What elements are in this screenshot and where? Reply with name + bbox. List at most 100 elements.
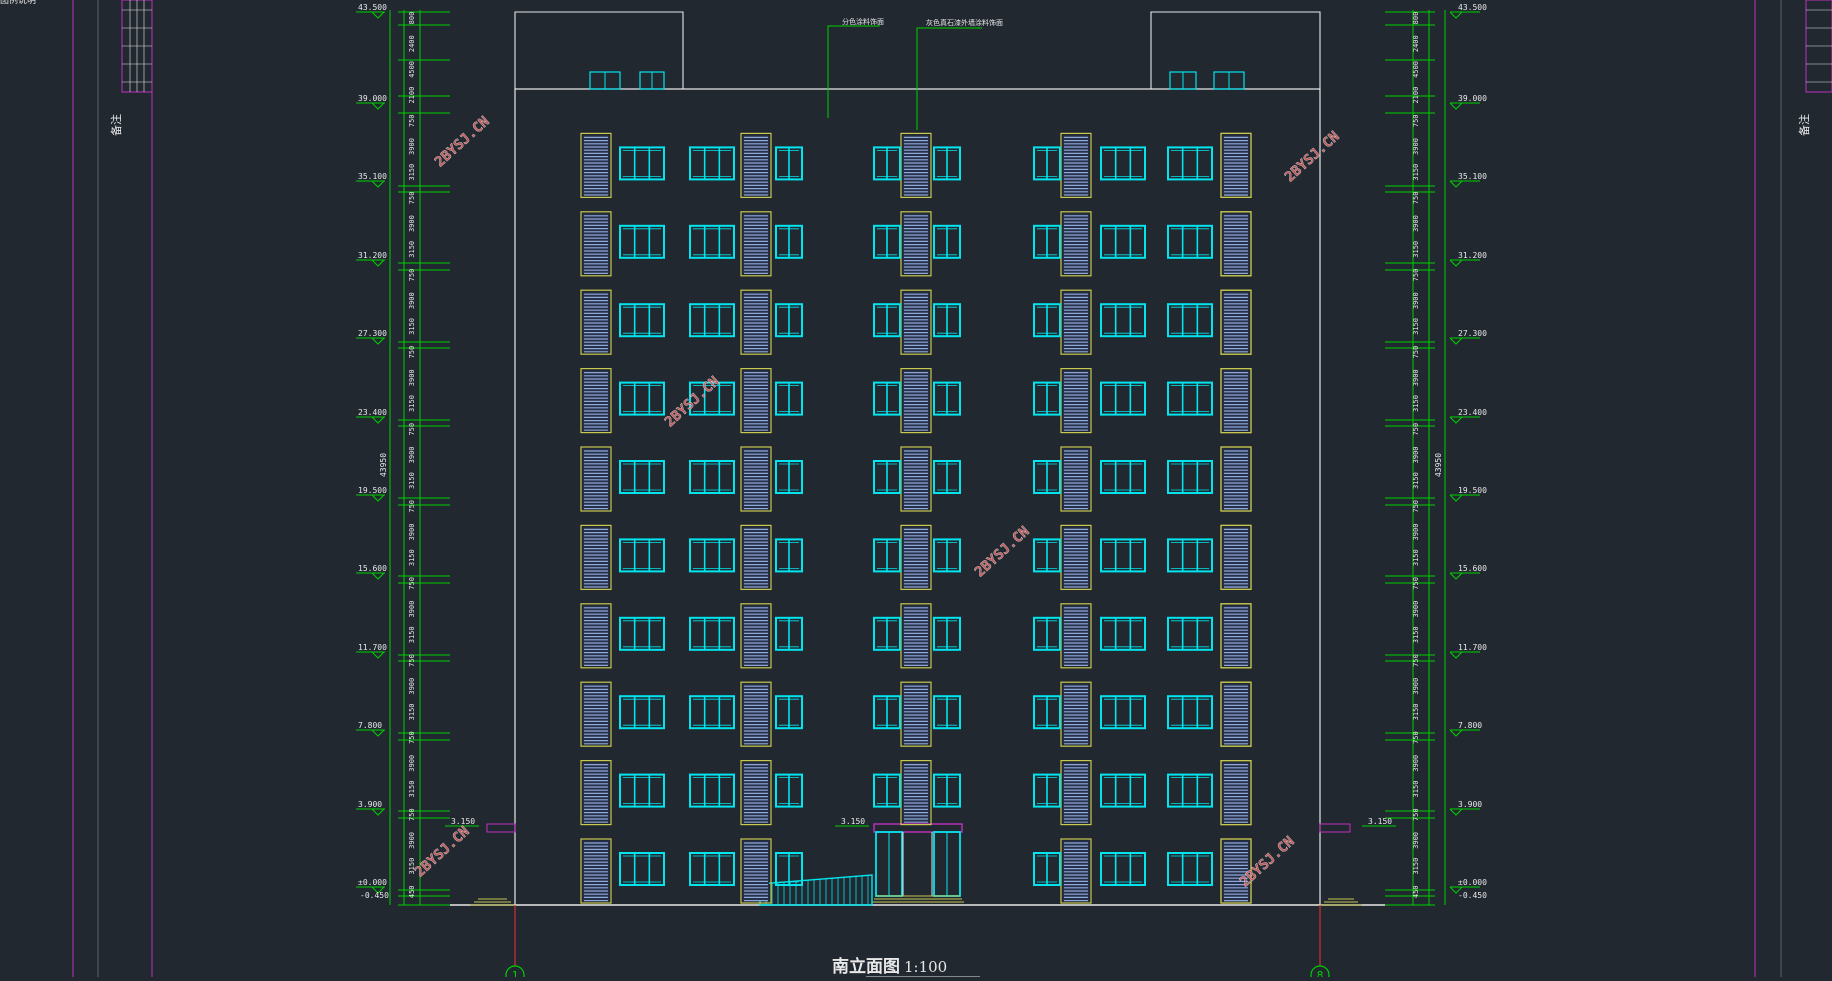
level-marker bbox=[1449, 102, 1463, 110]
axis-bubble bbox=[505, 965, 525, 981]
dim-text: 750 bbox=[408, 114, 416, 127]
dim-text: 3150 bbox=[408, 858, 416, 875]
window-frame bbox=[1167, 538, 1213, 573]
window-frame bbox=[1167, 852, 1213, 886]
louvre-frame bbox=[580, 446, 612, 512]
level-marker bbox=[371, 729, 385, 737]
level-marker bbox=[371, 572, 385, 580]
elevation-label: 3.900 bbox=[1458, 800, 1482, 809]
louvre-panel bbox=[1063, 527, 1089, 588]
dim-text: 2400 bbox=[1412, 35, 1420, 52]
elevation-label: 39.000 bbox=[1458, 94, 1487, 103]
dim-text: 3150 bbox=[408, 241, 416, 258]
dim-text: 800 bbox=[1412, 12, 1420, 25]
level-marker bbox=[1449, 651, 1463, 659]
elevation-label: 27.300 bbox=[1458, 329, 1487, 338]
window-frame bbox=[1167, 224, 1213, 259]
louvre-frame bbox=[740, 368, 772, 434]
elevation-label: -0.450 bbox=[360, 891, 389, 900]
dim-text: 3150 bbox=[408, 549, 416, 566]
louvre-frame bbox=[580, 524, 612, 591]
louvre-panel bbox=[583, 527, 609, 588]
window-frame bbox=[689, 381, 735, 416]
window-frame bbox=[1167, 303, 1213, 338]
louvre-frame bbox=[1220, 211, 1252, 277]
dim-text: 450 bbox=[1412, 885, 1420, 898]
louvre-panel bbox=[743, 684, 769, 745]
side-canopy bbox=[486, 823, 516, 833]
dim-text: 750 bbox=[408, 731, 416, 744]
level-marker bbox=[371, 337, 385, 345]
axis-label: 8 bbox=[1317, 969, 1324, 977]
louvre-panel bbox=[1223, 527, 1249, 588]
dim-total: 43950 bbox=[1434, 453, 1443, 477]
louvre-frame bbox=[1220, 838, 1252, 904]
level-marker bbox=[1449, 416, 1463, 424]
louvre-frame bbox=[580, 838, 612, 904]
drawing-scale: 1:100 bbox=[904, 958, 947, 976]
dim-text: 3150 bbox=[408, 472, 416, 489]
dim-text: 3150 bbox=[1412, 703, 1420, 720]
window-frame bbox=[619, 146, 665, 181]
dim-text: 3150 bbox=[1412, 318, 1420, 335]
entrance-canopy bbox=[873, 823, 963, 833]
dim-text: 800 bbox=[408, 12, 416, 25]
window-frame bbox=[689, 303, 735, 338]
dim-text: 750 bbox=[408, 192, 416, 205]
window-frame bbox=[619, 616, 665, 651]
window-frame bbox=[1100, 852, 1146, 886]
window-frame bbox=[619, 852, 665, 886]
window-frame bbox=[619, 381, 665, 416]
dim-text: 3900 bbox=[1412, 678, 1420, 695]
louvre-frame bbox=[580, 681, 612, 747]
louvre-frame bbox=[740, 838, 772, 904]
window-frame bbox=[619, 460, 665, 494]
callout-leader bbox=[916, 27, 982, 130]
window-frame bbox=[1100, 695, 1146, 730]
roof-tower bbox=[514, 11, 684, 89]
dim-text: 3900 bbox=[1412, 215, 1420, 232]
elevation-label: 15.600 bbox=[1458, 564, 1487, 573]
window-frame bbox=[1100, 381, 1146, 416]
dim-text: 750 bbox=[1412, 577, 1420, 590]
dim-text: 4500 bbox=[1412, 61, 1420, 78]
louvre-frame bbox=[580, 211, 612, 277]
dim-text: 3900 bbox=[408, 292, 416, 309]
louvre-frame bbox=[1220, 446, 1252, 512]
dim-text: 750 bbox=[408, 269, 416, 282]
dim-text: 3900 bbox=[1412, 446, 1420, 463]
dim-text: 3900 bbox=[1412, 524, 1420, 541]
level-marker bbox=[371, 808, 385, 816]
callout-label: 分色涂料饰面 bbox=[842, 17, 884, 26]
elevation-label: 11.700 bbox=[1458, 643, 1487, 652]
window-frame bbox=[689, 773, 735, 808]
window-frame bbox=[1167, 773, 1213, 808]
elevation-label: 19.500 bbox=[358, 486, 387, 495]
window-frame bbox=[1100, 303, 1146, 338]
louvre-frame bbox=[1220, 524, 1252, 591]
dim-text: 750 bbox=[1412, 192, 1420, 205]
dim-text: 3900 bbox=[1412, 601, 1420, 618]
dim-text: 750 bbox=[1412, 114, 1420, 127]
window-frame bbox=[689, 146, 735, 181]
level-marker bbox=[371, 494, 385, 502]
dim-text: 4500 bbox=[408, 61, 416, 78]
dim-text: 3900 bbox=[1412, 832, 1420, 849]
dim-text: 750 bbox=[408, 808, 416, 821]
louvre-frame bbox=[580, 759, 612, 826]
level-marker bbox=[1449, 259, 1463, 267]
watermark: 2BYSJ.CN bbox=[1282, 129, 1343, 186]
dim-text: 2100 bbox=[408, 87, 416, 104]
louvre-frame bbox=[740, 759, 772, 826]
elevation-label: 35.100 bbox=[1458, 172, 1487, 181]
window-frame bbox=[1167, 381, 1213, 416]
dim-text: 3150 bbox=[408, 318, 416, 335]
dim-text: 750 bbox=[1412, 423, 1420, 436]
level-marker bbox=[1449, 808, 1463, 816]
elevation-label: ±0.000 bbox=[1458, 878, 1487, 887]
level-marker bbox=[1449, 572, 1463, 580]
elevation-label: 27.300 bbox=[358, 329, 387, 338]
louvre-frame bbox=[1220, 289, 1252, 355]
window-frame bbox=[1100, 224, 1146, 259]
